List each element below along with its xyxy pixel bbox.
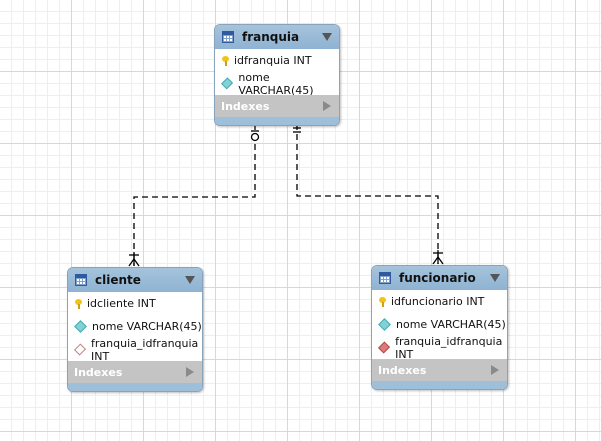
primary-key-icon	[75, 298, 82, 309]
column-label: nome VARCHAR(45)	[238, 70, 314, 97]
column-row[interactable]: idcliente INT	[68, 292, 202, 315]
cardinality-one-or-many-marker	[432, 250, 444, 265]
column-row[interactable]: nome VARCHAR(45)	[215, 70, 339, 97]
table-name: cliente	[95, 273, 141, 287]
expand-arrow-icon[interactable]	[491, 365, 499, 375]
table-header[interactable]: franquia	[215, 25, 339, 49]
indexes-section[interactable]: Indexes	[68, 361, 202, 383]
table-footer	[372, 381, 507, 389]
indexes-label: Indexes	[221, 99, 270, 113]
column-row[interactable]: franquia_idfranquia INT	[372, 334, 507, 361]
collapse-arrow-icon[interactable]	[490, 274, 500, 282]
column-row[interactable]: idfuncionario INT	[372, 290, 507, 313]
indexes-section[interactable]: Indexes	[372, 359, 507, 381]
column-label: idfranquia INT	[234, 54, 312, 67]
column-label: idcliente INT	[87, 297, 156, 310]
expand-arrow-icon[interactable]	[323, 101, 331, 111]
table-footer	[68, 383, 202, 391]
expand-arrow-icon[interactable]	[186, 367, 194, 377]
table-franquia[interactable]: franquia idfranquia INT nome VARCHAR(45)…	[214, 24, 340, 126]
indexes-label: Indexes	[74, 365, 123, 379]
column-label: franquia_idfranquia INT	[91, 336, 199, 363]
table-footer	[215, 117, 339, 125]
primary-key-icon	[222, 55, 229, 66]
column-row[interactable]: idfranquia INT	[215, 49, 339, 72]
table-icon	[379, 272, 391, 284]
primary-key-icon	[379, 296, 386, 307]
cardinality-exactly-one-marker	[293, 127, 301, 133]
table-name: funcionario	[399, 271, 476, 285]
indexes-section[interactable]: Indexes	[215, 95, 339, 117]
table-header[interactable]: funcionario	[372, 266, 507, 290]
column-label: idfuncionario INT	[391, 295, 485, 308]
column-row[interactable]: franquia_idfranquia INT	[68, 336, 202, 363]
indexes-label: Indexes	[378, 363, 427, 377]
table-header[interactable]: cliente	[68, 268, 202, 292]
column-diamond-icon	[378, 318, 391, 331]
relationship-franquia-cliente[interactable]	[133, 124, 256, 266]
column-label: nome VARCHAR(45)	[92, 320, 202, 333]
foreign-key-icon	[378, 341, 391, 354]
column-diamond-icon	[221, 77, 234, 90]
table-cliente[interactable]: cliente idcliente INT nome VARCHAR(45) f…	[67, 267, 203, 392]
cardinality-one-or-many-marker	[128, 252, 140, 267]
cardinality-zero-or-one-marker	[250, 130, 260, 142]
foreign-key-nullable-icon	[73, 343, 87, 356]
table-funcionario[interactable]: funcionario idfuncionario INT nome VARCH…	[371, 265, 508, 390]
table-icon	[222, 31, 234, 43]
column-label: franquia_idfranquia INT	[395, 334, 503, 361]
collapse-arrow-icon[interactable]	[322, 33, 332, 41]
table-icon	[75, 274, 87, 286]
relationship-franquia-funcionario[interactable]	[296, 124, 439, 264]
collapse-arrow-icon[interactable]	[185, 276, 195, 284]
column-label: nome VARCHAR(45)	[396, 318, 506, 331]
table-name: franquia	[242, 30, 300, 44]
column-diamond-icon	[74, 320, 87, 333]
column-row[interactable]: nome VARCHAR(45)	[68, 315, 202, 338]
column-row[interactable]: nome VARCHAR(45)	[372, 313, 507, 336]
